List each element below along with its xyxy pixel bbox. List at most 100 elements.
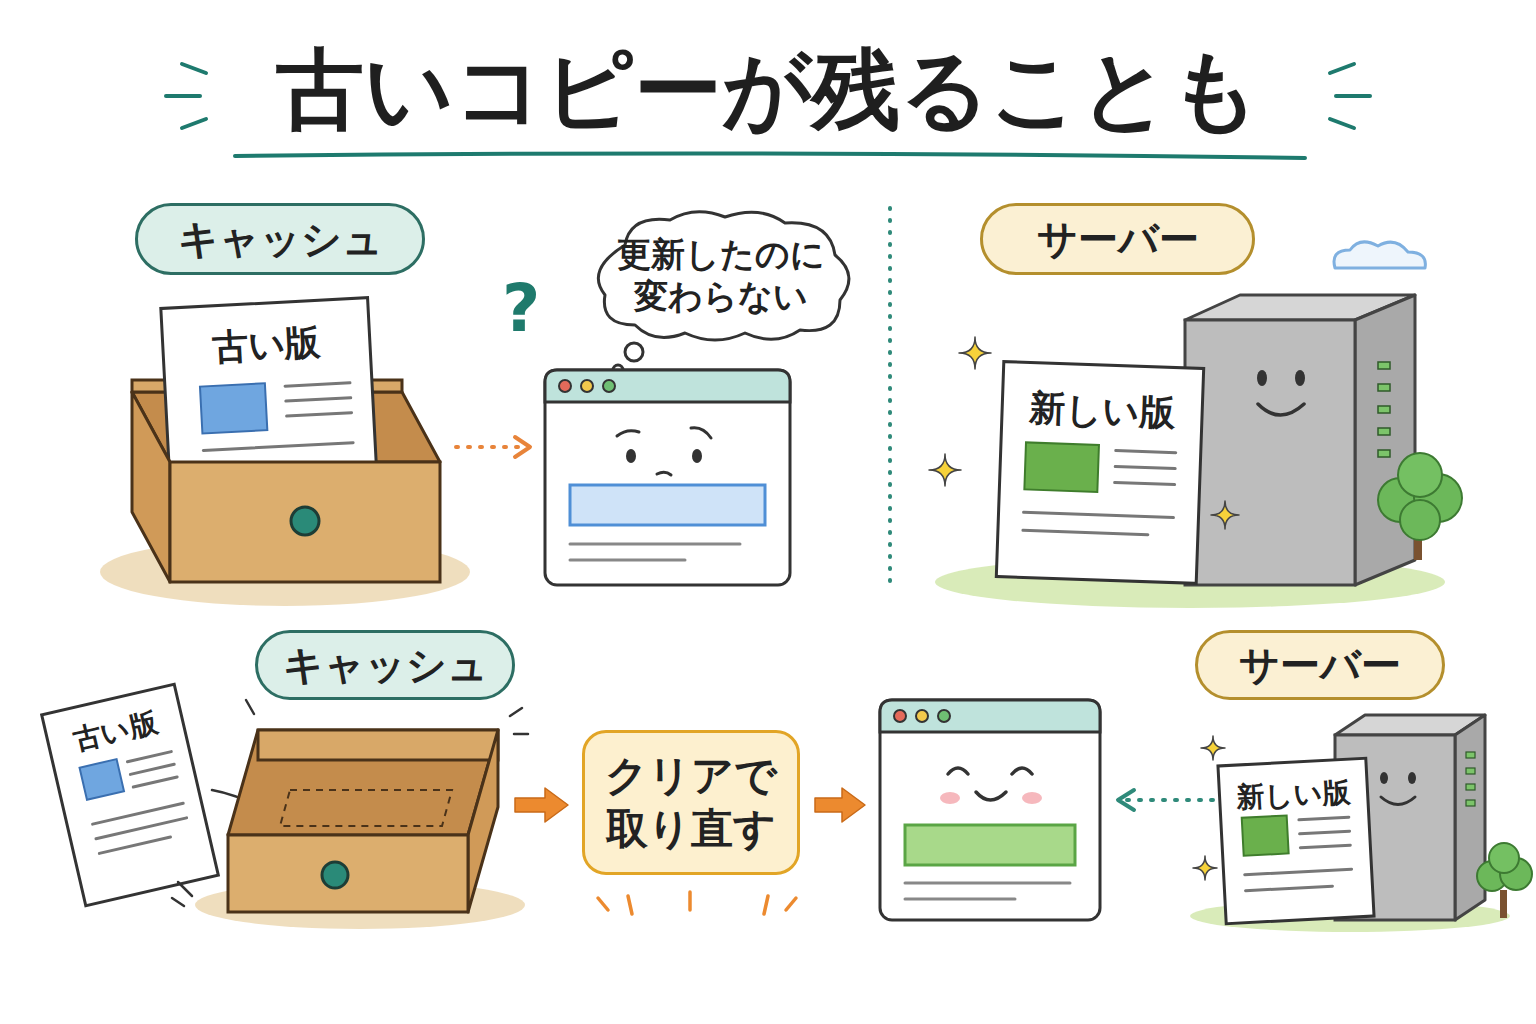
empty-slot-outline [280,790,452,826]
bubble-shape [598,212,849,340]
eye [626,449,636,463]
text-line [127,752,171,762]
emphasis-rays [598,892,796,914]
text-line [203,443,353,451]
ray [786,898,796,910]
paper-sheet [42,684,219,906]
motion-line [172,898,184,906]
arrow-head [1118,790,1134,810]
server-label: サーバー [980,203,1255,275]
drawer-knob [291,507,319,535]
smile [1381,797,1415,805]
window-dot [916,710,928,722]
text-line [1300,831,1350,834]
text-line [905,882,1070,885]
green-image-block [1242,815,1289,855]
sparkle [1201,736,1225,760]
accent-dash [1330,119,1354,128]
server-light [1378,362,1390,369]
happy-eye [1012,768,1032,774]
tree [1378,453,1462,560]
sparkle [1193,856,1217,880]
text-line [287,413,352,416]
bubble-outline [585,205,857,345]
text-line [1116,451,1176,453]
blue-image-block [200,383,267,433]
text-line [570,543,740,546]
diagram-title: 古いコピーが残ることも [0,42,1536,139]
server-light [1378,406,1390,413]
speech-bubble: 更新したのに 変わらない [585,205,857,345]
tree-leaves [1400,500,1440,540]
blush [940,792,960,804]
browser-window-confused [545,370,790,585]
dotted-arrow [456,437,530,457]
text-line [99,837,170,853]
accent-dash [166,94,200,98]
old-version-paper: 古い版 [161,298,376,474]
new-version-paper: 新しい版 [996,362,1203,584]
drawer-opening [228,730,498,835]
server-light [1466,784,1475,790]
clear-refetch-box: クリアで 取り直す [582,730,800,875]
blue-image-block [80,759,124,800]
eyebrow [617,431,639,436]
divider-line [888,208,892,590]
eye [692,449,702,463]
text-line [1115,483,1175,485]
node-text: キャッシュ [283,638,488,693]
new-paper-sheet [1218,758,1374,924]
browser-frame [545,370,790,585]
window-dot [894,710,906,722]
node-text: 新しい版 [1001,384,1203,440]
server-light [1466,800,1475,806]
node-text: 新しい版 [1219,772,1369,818]
ray [688,892,692,910]
browser-header [880,700,1100,732]
text-line [1023,530,1148,534]
server-label: サーバー [1195,630,1445,700]
server-side [1355,295,1415,585]
text-line [570,559,685,562]
drawer-front [228,835,468,912]
cache-label: キャッシュ [255,630,515,700]
ray [764,896,768,914]
drawer-back-wall [258,730,498,760]
server-lights [1466,752,1475,806]
text-line [1115,467,1175,469]
tree-leaves [1398,453,1442,497]
motion-line [514,733,528,736]
question-mark: ? [502,276,540,342]
old-paper-sheet [42,684,219,906]
sparkle [959,337,991,369]
green-image-block [1024,442,1099,492]
drawer-side [468,730,498,912]
node-text: クリアで 取り直す [596,750,786,855]
browser-window-happy [880,700,1100,920]
blush [1022,792,1042,804]
node-text: 更新したのに 変わらない [609,233,834,318]
happy-eye [948,768,968,774]
server-light [1466,752,1475,758]
text-lines [1023,447,1176,535]
eye [1380,772,1388,784]
server-light [1378,450,1390,457]
accent-dash [1336,94,1370,98]
ray [598,898,608,910]
browser-header [545,370,790,402]
text-line [286,398,351,401]
cache-label: キャッシュ [135,203,425,275]
bubble-tail [625,343,643,361]
drawer-front [170,462,440,582]
flow-arrow [815,788,865,822]
server-side [1455,715,1485,920]
window-dot [581,380,593,392]
arrow-shaft [456,445,520,449]
tree-leaves [1489,843,1519,873]
smile [976,792,1006,800]
accent-dash [182,64,206,73]
window-dot [559,380,571,392]
eye [1257,370,1267,386]
